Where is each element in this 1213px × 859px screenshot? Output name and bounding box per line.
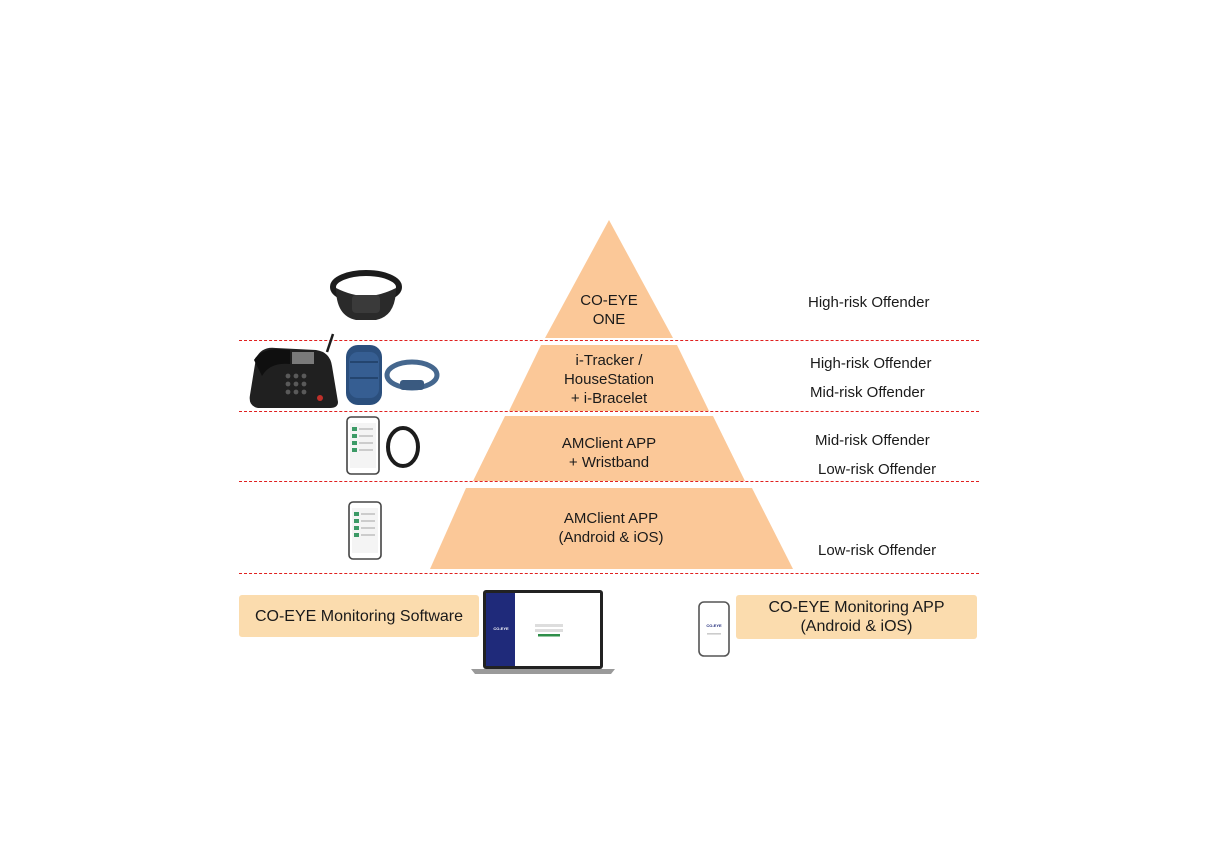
laptop-icon <box>471 590 615 674</box>
risk-label-tier2-mid: Mid-risk Offender <box>810 384 925 401</box>
pyramid-tier-3 <box>473 416 745 481</box>
smartphone-icon <box>346 416 380 475</box>
tier-2-label: i-Tracker / HouseStation + i-Bracelet <box>534 351 684 408</box>
divider-1 <box>239 340 979 341</box>
bracelet-icon <box>384 359 440 391</box>
tier-2-line-3: + i-Bracelet <box>570 390 648 407</box>
pyramid-tier-2 <box>509 345 709 411</box>
house-station-icon <box>346 345 382 405</box>
risk-label-tier3-low: Low-risk Offender <box>818 461 937 478</box>
tier-4-label: AMClient APP (Android & iOS) <box>526 509 696 547</box>
monitoring-app-box: CO-EYE Monitoring APP (Android & iOS) <box>736 595 977 639</box>
tier-1-line-2: ONE <box>592 311 626 328</box>
tier-2-line-2: HouseStation <box>563 371 655 388</box>
wristband-icon <box>386 426 420 468</box>
pyramid-tier-1 <box>545 220 673 338</box>
tier-3-line-2: + Wristband <box>568 454 650 471</box>
phone-brand-text: CO-EYE <box>706 623 722 628</box>
tier-2-line-1: i-Tracker / <box>575 352 643 369</box>
tier-1-line-1: CO-EYE <box>580 292 638 309</box>
monitoring-software-label: CO-EYE Monitoring Software <box>254 607 464 625</box>
ankle-monitor-icon <box>330 270 402 320</box>
risk-label-tier4-low: Low-risk Offender <box>818 542 937 559</box>
smartphone-icon <box>348 501 382 560</box>
tier-3-line-1: AMClient APP <box>561 435 657 452</box>
risk-label-tier3-mid: Mid-risk Offender <box>815 432 930 449</box>
laptop-brand-text: CO-EYE <box>493 626 509 631</box>
monitoring-app-line-1: CO-EYE Monitoring APP <box>768 599 945 616</box>
tier-1-label: CO-EYE ONE <box>549 291 669 329</box>
tier-3-label: AMClient APP + Wristband <box>529 434 689 472</box>
risk-label-tier2-high: High-risk Offender <box>810 355 932 372</box>
smartphone-icon <box>698 601 730 657</box>
tier-4-line-2: (Android & iOS) <box>558 529 664 546</box>
tier-4-line-1: AMClient APP <box>563 510 659 527</box>
monitoring-software-box: CO-EYE Monitoring Software <box>239 595 479 637</box>
desk-phone-icon <box>249 333 338 408</box>
pyramid-tier-4 <box>430 488 793 569</box>
risk-label-tier1-high: High-risk Offender <box>808 294 930 311</box>
monitoring-app-line-2: (Android & iOS) <box>800 618 913 635</box>
divider-4 <box>239 573 979 574</box>
divider-3 <box>239 481 979 482</box>
divider-2 <box>239 411 979 412</box>
